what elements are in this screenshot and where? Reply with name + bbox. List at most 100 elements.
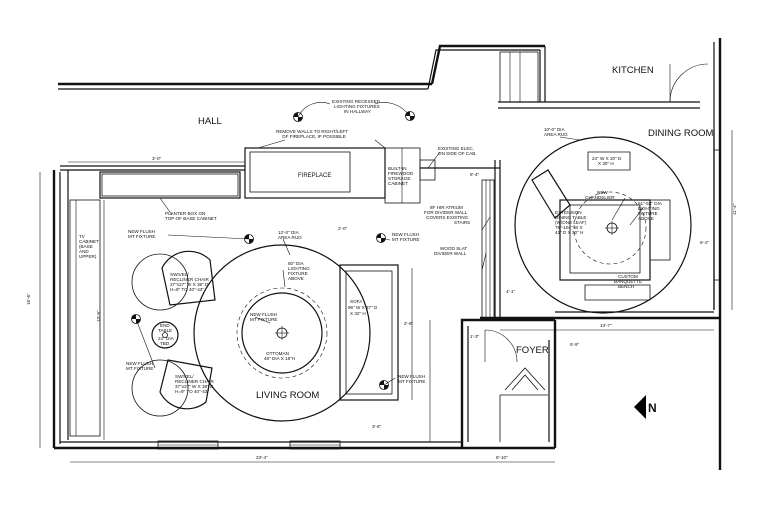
note-flush-tr: NEW FLUSH [392, 232, 419, 237]
room-labels: HALL KITCHEN DINING ROOM LIVING ROOM FOY… [198, 65, 714, 415]
svg-text:IN HALLWAY: IN HALLWAY [344, 109, 371, 114]
note-tv: TV [79, 234, 86, 239]
note-slat: WOOD SLAT [440, 246, 467, 251]
dim-bottom-right: 8'-10" [496, 455, 508, 460]
svg-text:DINING TABLE: DINING TABLE [555, 215, 586, 220]
svg-text:37"x37" W X 38" D: 37"x37" W X 38" D [175, 384, 214, 389]
exterior-walls [52, 38, 722, 470]
dim-bottom-total: 23'-4" [256, 455, 268, 460]
svg-text:LIGHTING: LIGHTING [288, 266, 310, 271]
svg-text:AREA RUG: AREA RUG [544, 132, 568, 137]
svg-text:76"-104" W X: 76"-104" W X [555, 225, 583, 230]
note-dining-rug: 10'-0" DIA [544, 127, 566, 132]
note-flush-tl: NEW FLUSH [128, 229, 155, 234]
label-dining-room: DINING ROOM [648, 128, 714, 139]
svg-text:42" D X 30" H: 42" D X 30" H [555, 230, 583, 235]
note-end-table: END [160, 323, 170, 328]
annotations: EXISTING RECESSED LIGHTING FIXTURES IN H… [79, 99, 663, 394]
note-bench: CUSTOM [618, 274, 638, 279]
svg-text:LIGHTING FIXTURES: LIGHTING FIXTURES [334, 104, 380, 109]
svg-text:96" W X 37" D: 96" W X 37" D [348, 305, 378, 310]
note-light: 60" DIA [288, 261, 305, 266]
svg-text:FIXTURE: FIXTURE [638, 211, 658, 216]
north-label: N [648, 401, 657, 415]
svg-text:RECLINER CHAIR: RECLINER CHAIR [175, 379, 214, 384]
living-furniture [131, 244, 399, 422]
note-ext-table: EXTENSION [555, 210, 582, 215]
svg-text:X 32" H: X 32" H [350, 311, 366, 316]
svg-text:ABOVE: ABOVE [288, 276, 304, 281]
svg-text:TABLE: TABLE [158, 328, 172, 333]
svg-text:ON SIDE OF CAB.: ON SIDE OF CAB. [438, 151, 477, 156]
label-hall: HALL [198, 116, 222, 127]
dim-small-3: 4'-1" [506, 289, 516, 294]
svg-text:DIVIDER WALL: DIVIDER WALL [434, 251, 467, 256]
note-fireplace: FIREPLACE [298, 173, 331, 179]
dim-a: 2'-0" [338, 226, 348, 231]
svg-text:24" DIA: 24" DIA [158, 336, 175, 341]
planter-box [99, 171, 241, 199]
dim-inner-height: 13'-5" [96, 310, 101, 322]
svg-text:AND: AND [79, 249, 89, 254]
svg-text:X 30" H: X 30" H [598, 161, 614, 166]
svg-text:OF FIREPLACE, IF POSSIBLE: OF FIREPLACE, IF POSSIBLE [282, 134, 346, 139]
dim-b: 6'-2" [700, 240, 710, 245]
svg-text:ABOVE: ABOVE [638, 216, 654, 221]
note-cab: 24" W X 20" D [592, 156, 622, 161]
dim-top-right: 8'-4" [470, 172, 480, 177]
dim-top-left: 3'-0" [152, 156, 162, 161]
svg-text:BENCH: BENCH [618, 284, 634, 289]
slat-divider-wall [481, 179, 495, 321]
north-arrow-icon [634, 395, 646, 419]
note-planter: PLANTER BOX ON [165, 211, 205, 216]
note-sofa: SOFA [350, 299, 363, 304]
dim-dining-bottom: 13'-7" [600, 323, 612, 328]
note-chandelier: NEW [597, 190, 608, 195]
svg-text:RECLINER CHAIR: RECLINER CHAIR [170, 277, 209, 282]
svg-text:CABINET: CABINET [79, 239, 99, 244]
note-flush-center: NEW FLUSH [250, 312, 277, 317]
note-swivel-bot: SWIVEL/ [175, 374, 194, 379]
svg-text:STAIRS: STAIRS [454, 220, 470, 225]
dim-small-2: 2'-6" [404, 321, 414, 326]
label-living-room: LIVING ROOM [256, 390, 319, 401]
svg-text:(BASE: (BASE [79, 244, 93, 249]
svg-text:48" DIA X 18"H: 48" DIA X 18"H [264, 356, 295, 361]
leader-lines [135, 102, 644, 386]
dim-small-4: 3'-6" [372, 424, 382, 429]
tv-cabinet [69, 199, 101, 437]
svg-text:TOP OF BASE CABINET: TOP OF BASE CABINET [165, 216, 217, 221]
svg-text:CHANDELIER: CHANDELIER [585, 195, 615, 200]
note-elec: EXISTING ELEC. [438, 146, 474, 151]
note-dining-light: 51"-53" DIA [638, 201, 663, 206]
dimension-lines [39, 130, 733, 463]
svg-text:BANQUETTE: BANQUETTE [614, 279, 642, 284]
svg-text:(W/ONE LEAF): (W/ONE LEAF) [555, 220, 587, 225]
note-atrium: 8F HIR ATRIUM [430, 205, 463, 210]
svg-text:TBD: TBD [160, 341, 170, 346]
svg-text:H=9" TO 40"-43": H=9" TO 40"-43" [175, 389, 209, 394]
note-builtin: BUILT-IN [388, 166, 407, 171]
label-foyer: FOYER [516, 345, 549, 356]
dim-foyer-width: 5'-9" [570, 342, 580, 347]
note-recessed: EXISTING RECESSED [332, 99, 381, 104]
note-swivel-top: SWIVEL/ [170, 272, 189, 277]
fireplace-wall [244, 147, 436, 204]
svg-text:MT FIXTURE: MT FIXTURE [128, 234, 155, 239]
svg-text:LIGHTING: LIGHTING [638, 206, 660, 211]
dim-small-1: 1'-3" [470, 334, 480, 339]
note-ottoman: OTTOMAN [266, 351, 289, 356]
svg-text:COVERS EXISTING: COVERS EXISTING [426, 215, 469, 220]
dim-dining-right: 11'-4" [732, 203, 737, 215]
svg-text:UPPER): UPPER) [79, 254, 97, 259]
dining-furniture [514, 136, 692, 314]
note-rug: 12'-0" DIA [278, 230, 300, 235]
svg-text:FIREWOOD: FIREWOOD [388, 171, 414, 176]
svg-text:FOR DIVIDER WALL: FOR DIVIDER WALL [424, 210, 468, 215]
svg-text:STORAGE: STORAGE [388, 176, 410, 181]
svg-text:37"x37" W X 38" D: 37"x37" W X 38" D [170, 282, 209, 287]
svg-text:AREA RUG: AREA RUG [278, 235, 302, 240]
svg-text:H=9" TO 40"-43": H=9" TO 40"-43" [170, 287, 204, 292]
note-remove-walls: REMOVE WALLS TO RIGHT/LEFT [276, 129, 348, 134]
